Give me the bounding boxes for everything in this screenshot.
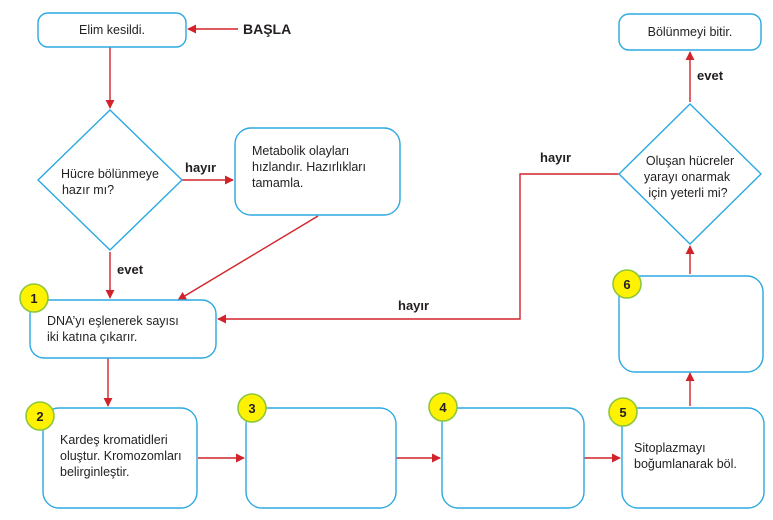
box-metabolik-line-3: tamamla. (252, 176, 303, 190)
box-metabolik-line-1: Metabolik olayları (252, 144, 349, 158)
arrow-metabolik-to-dna (177, 215, 319, 301)
box-step-4 (441, 407, 585, 509)
box-step-3 (245, 407, 397, 509)
start-label: BAŞLA (243, 21, 291, 37)
decision-hucre-line-1: Hücre bölünmeye (61, 167, 159, 181)
box-dna-line-1: DNA’yı eşlenerek sayısı (47, 314, 179, 328)
box-metabolik-line-2: hızlandır. Hazırlıkları (252, 160, 366, 174)
decision-olusan-line-2: yarayı onarmak (644, 170, 731, 184)
box-step-6 (618, 275, 764, 373)
box-kardes-line-2: oluştur. Kromozomları (60, 449, 182, 463)
edge-label-hayir-left: hayır (185, 160, 216, 175)
box-dna-line-2: iki katına çıkarır. (47, 330, 137, 344)
badge-step-2 (25, 401, 55, 431)
badge-step-6-number: 6 (623, 277, 630, 292)
badge-step-2-number: 2 (36, 409, 43, 424)
box-bolunmeyi-bitir-text: Bölünmeyi bitir. (648, 25, 733, 39)
badge-step-5 (608, 397, 638, 427)
box-kardes-line-3: belirginleştir. (60, 465, 129, 479)
badge-step-3-number: 3 (248, 401, 255, 416)
box-kardes-line-1: Kardeş kromatidleri (60, 433, 168, 447)
box-sitoplazma-line-2: boğumlanarak böl. (634, 457, 737, 471)
badge-step-6 (612, 269, 642, 299)
badge-step-3 (237, 393, 267, 423)
edge-label-evet-right: evet (697, 68, 724, 83)
box-kardes (42, 407, 198, 509)
decision-olusan-line-3: için yeterli mi? (648, 186, 727, 200)
edge-label-hayir-mid: hayır (398, 298, 429, 313)
box-elim-kesildi-text: Elim kesildi. (79, 23, 145, 37)
badge-step-1 (19, 283, 49, 313)
badge-step-5-number: 5 (619, 405, 626, 420)
arrow-olusan-hayir-loop (217, 173, 619, 324)
box-sitoplazma-line-1: Sitoplazmayı (634, 441, 706, 455)
box-sitoplazma (621, 407, 765, 509)
decision-olusan-line-1: Oluşan hücreler (646, 154, 734, 168)
edge-label-evet-left: evet (117, 262, 144, 277)
badge-step-4-number: 4 (439, 400, 447, 415)
box-dna (29, 299, 217, 359)
box-bolunmeyi-bitir (618, 13, 762, 51)
decision-hucre-bolunmeye-hazir (36, 109, 184, 251)
box-metabolik (234, 127, 401, 216)
decision-hucre-line-2: hazır mı? (62, 183, 114, 197)
badge-step-4 (428, 392, 458, 422)
edge-label-hayir-top: hayır (540, 150, 571, 165)
box-elim-kesildi (37, 12, 187, 48)
badge-step-1-number: 1 (30, 291, 37, 306)
decision-olusan-hucreler (618, 103, 762, 245)
